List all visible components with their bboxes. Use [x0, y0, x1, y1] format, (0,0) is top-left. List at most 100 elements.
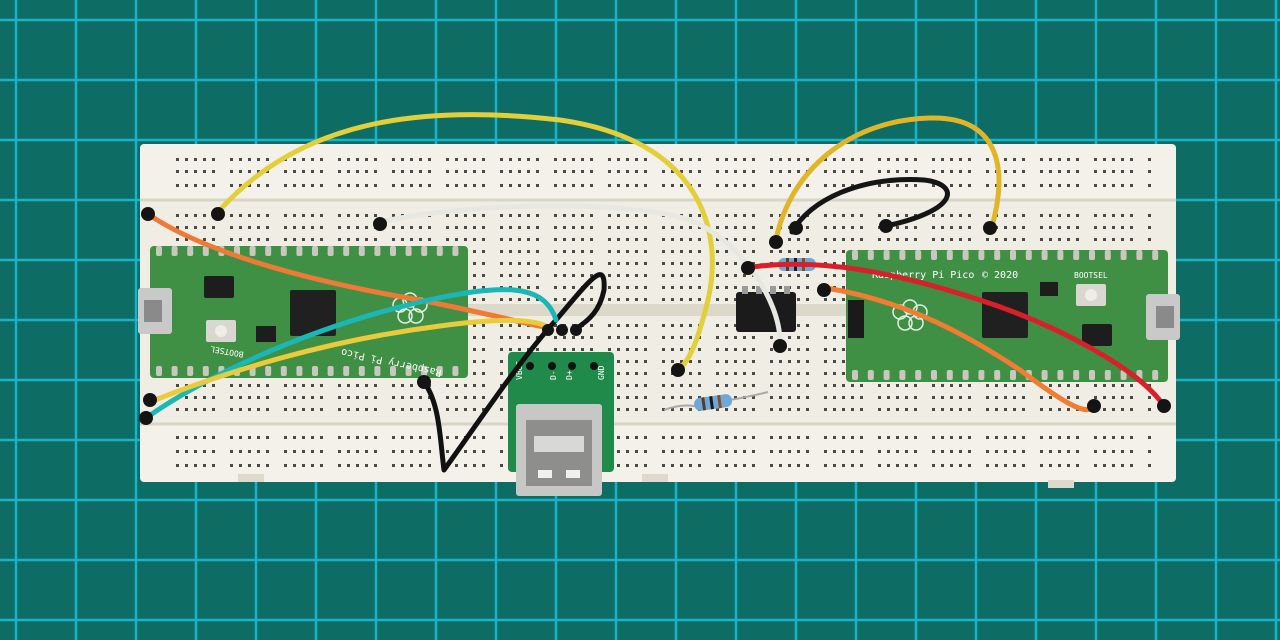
breadboard-hole — [959, 436, 962, 439]
breadboard-hole — [293, 184, 296, 187]
breadboard-hole — [905, 214, 908, 217]
breadboard-hole — [797, 372, 800, 375]
breadboard-hole — [392, 214, 395, 217]
breadboard-hole — [356, 170, 359, 173]
breadboard-hole — [482, 372, 485, 375]
breadboard-hole — [1103, 384, 1106, 387]
breadboard-hole — [1112, 396, 1115, 399]
breadboard-hole — [1103, 238, 1106, 241]
breadboard-hole — [833, 214, 836, 217]
breadboard-hole — [347, 238, 350, 241]
breadboard-hole — [473, 298, 476, 301]
breadboard-hole — [320, 464, 323, 467]
breadboard-hole — [338, 384, 341, 387]
header-pin — [1010, 250, 1016, 260]
breadboard-hole — [203, 170, 206, 173]
breadboard-hole — [635, 408, 638, 411]
header-pin — [436, 366, 443, 376]
breadboard-hole — [338, 450, 341, 453]
breadboard-hole — [617, 324, 620, 327]
breadboard-hole — [212, 226, 215, 229]
breadboard-hole — [1094, 170, 1097, 173]
breadboard-hole — [536, 226, 539, 229]
breadboard-hole — [392, 464, 395, 467]
breadboard-hole — [914, 436, 917, 439]
breadboard-hole — [608, 274, 611, 277]
breadboard-hole — [482, 158, 485, 161]
header-pin — [405, 366, 412, 376]
breadboard-hole — [770, 170, 773, 173]
breadboard-hole — [635, 324, 638, 327]
breadboard-hole — [734, 396, 737, 399]
breadboard-hole — [428, 450, 431, 453]
breadboard-hole — [662, 408, 665, 411]
breadboard-hole — [797, 324, 800, 327]
breadboard-hole — [752, 262, 755, 265]
breadboard-hole — [473, 250, 476, 253]
breadboard-hole — [536, 262, 539, 265]
breadboard-hole — [230, 226, 233, 229]
breadboard-hole — [950, 450, 953, 453]
breadboard-hole — [959, 450, 962, 453]
breadboard-hole — [734, 158, 737, 161]
header-pin — [867, 250, 874, 260]
breadboard-hole — [617, 226, 620, 229]
breadboard-hole — [797, 384, 800, 387]
breadboard-hole — [374, 450, 377, 453]
breadboard-hole — [878, 238, 881, 241]
breadboard-hole — [320, 170, 323, 173]
breadboard-hole — [734, 436, 737, 439]
breadboard-hole — [500, 396, 503, 399]
breadboard-hole — [662, 298, 665, 301]
breadboard-hole — [581, 274, 584, 277]
breadboard-hole — [851, 396, 854, 399]
breadboard-hole — [968, 384, 971, 387]
breadboard-hole — [842, 274, 845, 277]
breadboard-hole — [851, 464, 854, 467]
breadboard-hole — [293, 436, 296, 439]
breadboard-hole — [788, 360, 791, 363]
breadboard-hole — [617, 262, 620, 265]
breadboard-hole — [212, 396, 215, 399]
breadboard-hole — [266, 238, 269, 241]
breadboard-hole — [662, 170, 665, 173]
breadboard-hole — [905, 396, 908, 399]
breadboard-hole — [347, 450, 350, 453]
breadboard-hole — [617, 464, 620, 467]
breadboard-hole — [230, 450, 233, 453]
yellow-wire-right — [773, 115, 1002, 243]
header-pin — [946, 250, 953, 260]
breadboard-hole — [842, 408, 845, 411]
breadboard-hole — [419, 184, 422, 187]
breadboard-hole — [185, 226, 188, 229]
right-pico-header-top — [852, 250, 1159, 260]
breadboard-hole — [473, 464, 476, 467]
breadboard-hole — [338, 170, 341, 173]
breadboard-hole — [950, 464, 953, 467]
breadboard-hole — [680, 450, 683, 453]
breadboard-hole — [1094, 214, 1097, 217]
breadboard-hole — [338, 158, 341, 161]
breadboard-hole — [779, 436, 782, 439]
breadboard-hole — [626, 348, 629, 351]
breadboard-hole — [914, 396, 917, 399]
breadboard-hole — [500, 274, 503, 277]
breadboard-hole — [212, 158, 215, 161]
breadboard-hole — [527, 214, 530, 217]
breadboard-hole — [410, 158, 413, 161]
breadboard-hole — [887, 184, 890, 187]
breadboard-hole — [806, 158, 809, 161]
breadboard-hole — [239, 450, 242, 453]
breadboard-hole — [1130, 464, 1133, 467]
breadboard-hole — [716, 408, 719, 411]
breadboard-hole — [1049, 450, 1052, 453]
breadboard-hole — [806, 286, 809, 289]
breadboard-hole — [455, 214, 458, 217]
breadboard-hole — [743, 274, 746, 277]
breadboard-hole — [563, 336, 566, 339]
breadboard-hole — [608, 158, 611, 161]
breadboard-hole — [608, 250, 611, 253]
header-pin — [946, 370, 953, 380]
left-pico-board: Raspberry Pi Pico BOOTSEL — [138, 246, 468, 378]
breadboard-hole — [590, 262, 593, 265]
